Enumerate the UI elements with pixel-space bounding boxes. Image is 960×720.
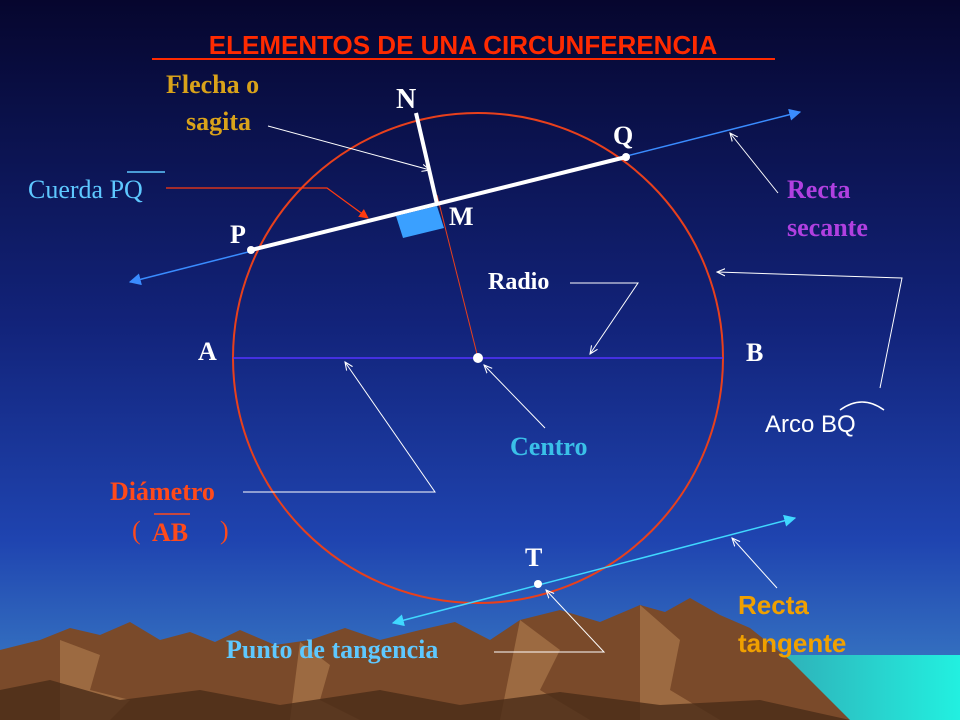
secante-pointer <box>730 133 779 194</box>
point-label-n: N <box>396 84 416 115</box>
label-radio: Radio <box>488 269 549 295</box>
arco-pointer <box>717 272 903 389</box>
right-angle-marker <box>396 206 444 238</box>
centro-pointer <box>484 365 546 429</box>
center-dot <box>473 353 483 363</box>
point-label-p: P <box>230 220 246 249</box>
label-diametro: Diámetro <box>110 477 215 506</box>
flecha-pointer <box>267 125 430 170</box>
label-arco: Arco BQ <box>765 411 856 438</box>
arco-overarc <box>839 401 885 411</box>
point-q-dot <box>622 153 630 161</box>
point-label-m: M <box>449 202 474 231</box>
label-centro: Centro <box>510 432 588 461</box>
sagitta-line <box>414 112 439 205</box>
label-cuerda: Cuerda PQ <box>28 175 143 204</box>
point-label-q: Q <box>613 121 633 150</box>
point-t-dot <box>534 580 542 588</box>
cuerda-pointer <box>166 187 369 219</box>
point-label-b: B <box>746 338 763 367</box>
diametro-pointer <box>243 362 436 493</box>
label-diametro-ab: AB <box>152 518 188 547</box>
label-flecha-line1: Flecha o <box>166 70 259 99</box>
point-p-dot <box>247 246 255 254</box>
mountain-shadows <box>0 680 850 720</box>
punto-tangencia-pointer <box>494 590 606 653</box>
label-punto-tangencia: Punto de tangencia <box>226 635 438 664</box>
point-label-a: A <box>198 337 217 366</box>
label-tangente-line2: tangente <box>738 628 846 658</box>
mountains <box>0 598 850 720</box>
label-flecha-line2: sagita <box>186 107 251 136</box>
point-label-t: T <box>525 543 542 572</box>
label-diametro-open: ( <box>132 516 141 545</box>
radio-pointer <box>570 282 639 354</box>
label-secante-line2: secante <box>787 213 868 242</box>
label-secante-line1: Recta <box>787 175 851 204</box>
page-title: ELEMENTOS DE UNA CIRCUNFERENCIA <box>209 30 718 60</box>
tangent-line <box>391 514 797 627</box>
tangente-pointer <box>732 538 778 589</box>
label-diametro-close: ) <box>220 516 229 545</box>
label-tangente-line1: Recta <box>738 590 809 620</box>
